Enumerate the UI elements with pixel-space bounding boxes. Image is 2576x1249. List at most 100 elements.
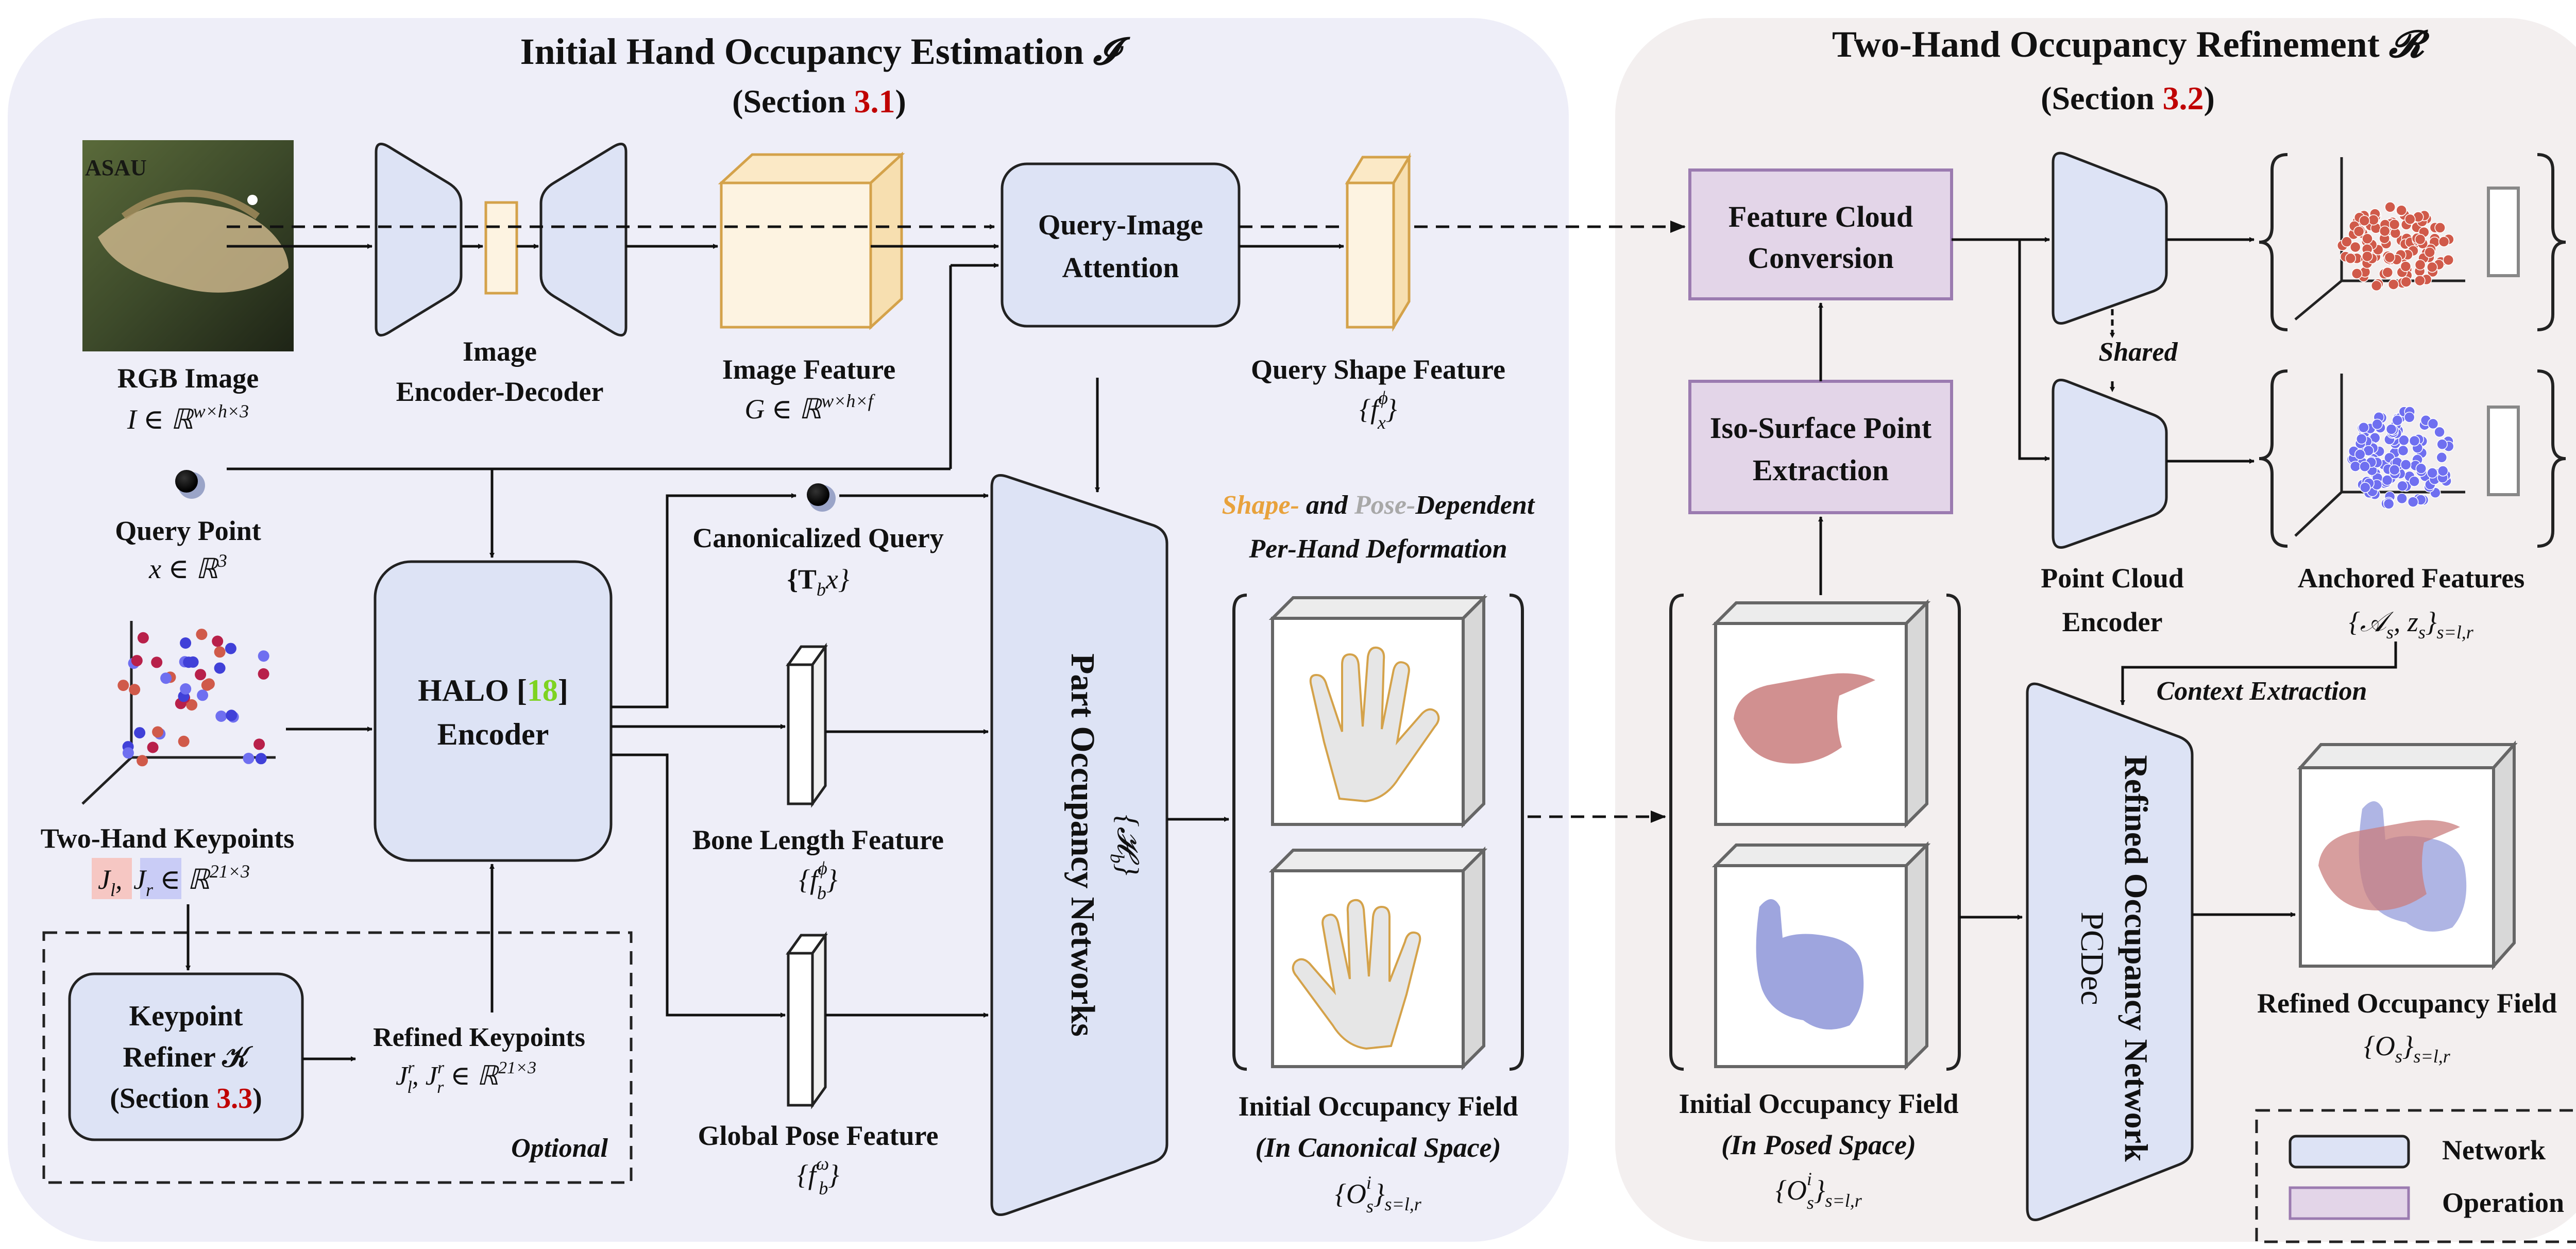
anchor-point [2362,250,2373,262]
keypoint-refiner-label-1: Keypoint [129,1000,243,1032]
canonicalized-query-label: Canonicalized Query [692,522,943,553]
keypoint-dot [183,656,195,668]
anchor-point [2383,498,2395,510]
keypoint-dot [203,678,215,690]
anchor-point [2398,434,2410,446]
refined-occupancy-network-label: Refined Occupancy Network [2118,755,2155,1162]
canonical-field-label-1: Initial Occupancy Field [1238,1091,1518,1122]
query-point-icon [175,470,205,499]
posed-field-bracket-right [1946,594,1961,1071]
canonical-field-bracket-right [1509,594,1524,1071]
anchored-features-formula: {𝒜s, zs}s=l,r [2349,606,2474,643]
anchor-point [2360,482,2371,493]
keypoint-dot [178,735,190,747]
anchored-bracket-right-1 [2537,153,2566,331]
query-image-attention-box [1001,162,1241,328]
anchor-point [2397,480,2408,492]
deformation-label-1: Shape- and Pose-Dependent [1222,491,1535,520]
keypoint-dot [129,684,141,696]
connector-arrows [185,221,2397,1061]
canonical-field-cube-2 [1268,846,1488,1071]
latent-code [484,201,518,295]
anchor-point [2407,496,2419,508]
anchor-point [2434,426,2445,438]
keypoint-dot [196,629,208,640]
deformation-label-2: Per-Hand Deformation [1248,534,1507,564]
refined-occupancy-field-cube [2297,740,2518,970]
anchor-point [2384,201,2396,213]
anchored-bracket-left-2 [2259,369,2288,548]
query-point-formula: x ∈ ℝ3 [148,550,227,584]
keypoint-dot [253,738,265,750]
keypoint-dot [151,656,163,668]
anchor-point [2351,268,2363,279]
refine-panel-title: Two-Hand Occupancy Refinement 𝓡 [1832,24,2430,65]
refined-occupancy-network-pcdec: PCDec [2074,912,2111,1005]
anchor-point [2414,259,2426,271]
anchor-point [2396,205,2407,216]
feature-cloud-conversion-box [1688,168,1953,300]
refine-panel-section: (Section 3.2) [2041,80,2215,116]
keypoint-dot [122,747,134,759]
anchor-point [2409,435,2420,447]
legend-operation-swatch [2289,1186,2410,1220]
halo-encoder-box [374,560,613,862]
anchor-point [2387,279,2399,290]
bone-length-feature-bar [786,643,828,808]
jr-highlight [140,858,181,899]
anchor-point [2349,461,2361,472]
anchor-point [2385,424,2397,435]
anchor-point [2392,415,2403,426]
point-cloud-encoder-1-shape [2052,151,2168,325]
pce-label-2: Encoder [2062,606,2163,637]
iso-label-1: Iso-Surface Point [1710,411,1932,445]
part-occupancy-networks-label: Part OccupancyNetworks [1064,653,1101,1037]
anchor-point [2382,266,2394,278]
anchor-point [2403,412,2415,423]
keypoint-dot [215,711,227,722]
context-extraction-label: Context Extraction [2157,677,2367,706]
anchor-point [2404,213,2416,225]
keypoint-dot [258,650,269,662]
refined-occupancy-field-formula: {Os}s=l,r [2364,1031,2451,1067]
keypoint-dot [214,646,226,658]
anchor-point [2427,418,2439,430]
keypoint-refiner-label-2: Refiner 𝒦 [123,1041,253,1073]
anchor-point [2359,461,2370,472]
keypoint-dot [226,710,238,721]
anchor-point [2349,241,2361,253]
keypoint-dot [137,632,149,644]
canonicalized-query-icon [807,483,836,512]
query-shape-feature-label: Query Shape Feature [1251,354,1505,385]
qia-label-2: Attention [1062,252,1179,284]
keypoint-dot [137,755,148,767]
anchor-point [2354,449,2366,460]
refined-keypoints-label: Refined Keypoints [373,1023,585,1052]
anchor-point [2427,467,2438,479]
anchor-point [2362,233,2373,245]
posed-field-label-1: Initial Occupancy Field [1679,1088,1958,1119]
anchor-point [2345,252,2357,264]
anchor-point [2436,452,2448,463]
posed-field-cube-1 [1711,599,1931,829]
anchor-point [2436,438,2448,450]
canonicalized-query-formula: {Tbx} [787,564,850,600]
encdec-label-2: Encoder-Decoder [396,376,604,407]
posed-field-bracket-left [1669,594,1684,1071]
keypoint-dot [255,753,267,765]
global-pose-feature-bar [786,931,828,1109]
canonical-field-cube-1 [1268,594,1488,829]
rgb-image-formula: I ∈ ℝw×h×3 [127,401,249,435]
legend-box [2255,1109,2576,1243]
anchor-point [2434,222,2446,233]
anchor-point [2414,233,2426,245]
anchor-point [2415,463,2427,475]
anchor-point [2388,464,2400,476]
anchored-features-label: Anchored Features [2298,563,2524,594]
pce-label-1: Point Cloud [2041,563,2184,594]
keypoint-dot [117,680,129,691]
keypoint-dot [152,726,164,738]
